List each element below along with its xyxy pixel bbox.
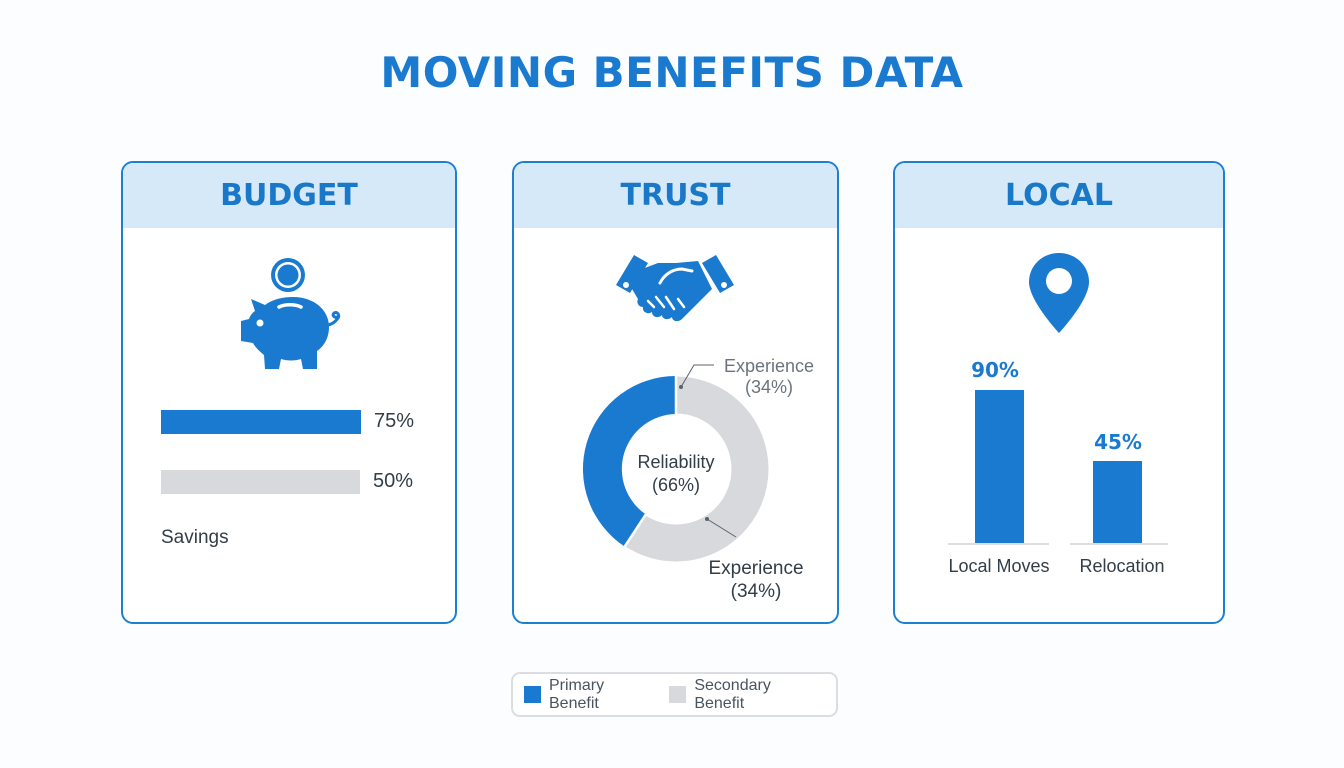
local-bar-2-value: 45% [1094,430,1142,454]
donut-center-label: Reliability (66%) [632,451,720,497]
budget-bar-secondary [161,470,360,494]
local-card-header: LOCAL [895,163,1223,228]
page-title: MOVING BENEFITS DATA [380,48,964,97]
trust-card-header: TRUST [514,163,837,228]
donut-callout-top-value: (34%) [744,377,793,397]
local-bar-1-value: 90% [971,358,1019,382]
donut-center-value: (66%) [651,475,700,495]
handshake-icon [616,255,734,322]
legend-label-secondary: Secondary Benefit [694,676,771,712]
local-bar-1-category: Local Moves [948,556,1050,576]
legend-label-primary: Primary Benefit [549,676,605,712]
local-bar-2 [1093,461,1142,543]
budget-card-header: BUDGET [123,163,455,228]
donut-callout-bottom-value: (34%) [730,581,782,602]
local-bar-2-baseline [1070,543,1168,545]
local-card: LOCAL 90% Local Moves 45% Relocation [893,161,1225,624]
trust-card: TRUST Reliability (66%) Experience (34%)… [512,161,839,624]
local-bar-1-baseline [948,543,1049,545]
budget-bar-primary [161,410,361,434]
legend-swatch-primary [524,686,541,703]
budget-card: BUDGET 75% 50% Savings [121,161,457,624]
piggy-bank-icon [241,258,341,369]
legend-swatch-secondary [669,686,687,703]
budget-bar-primary-value: 75% [374,410,415,432]
donut-callout-top: Experience (34%) [719,356,819,398]
donut-callout-top-label: Experience [723,356,815,376]
map-pin-icon [1029,253,1089,333]
budget-bar-secondary-value: 50% [373,470,414,492]
donut-callout-bottom-label: Experience [708,558,804,579]
donut-callout-bottom: Experience (34%) [702,557,810,603]
local-bar-2-category: Relocation [1079,556,1165,576]
budget-caption: Savings [161,527,229,548]
local-bar-1 [975,390,1024,543]
trust-donut-chart [582,364,769,562]
donut-center-title: Reliability [637,452,715,472]
legend: Primary Benefit Secondary Benefit [511,672,838,717]
